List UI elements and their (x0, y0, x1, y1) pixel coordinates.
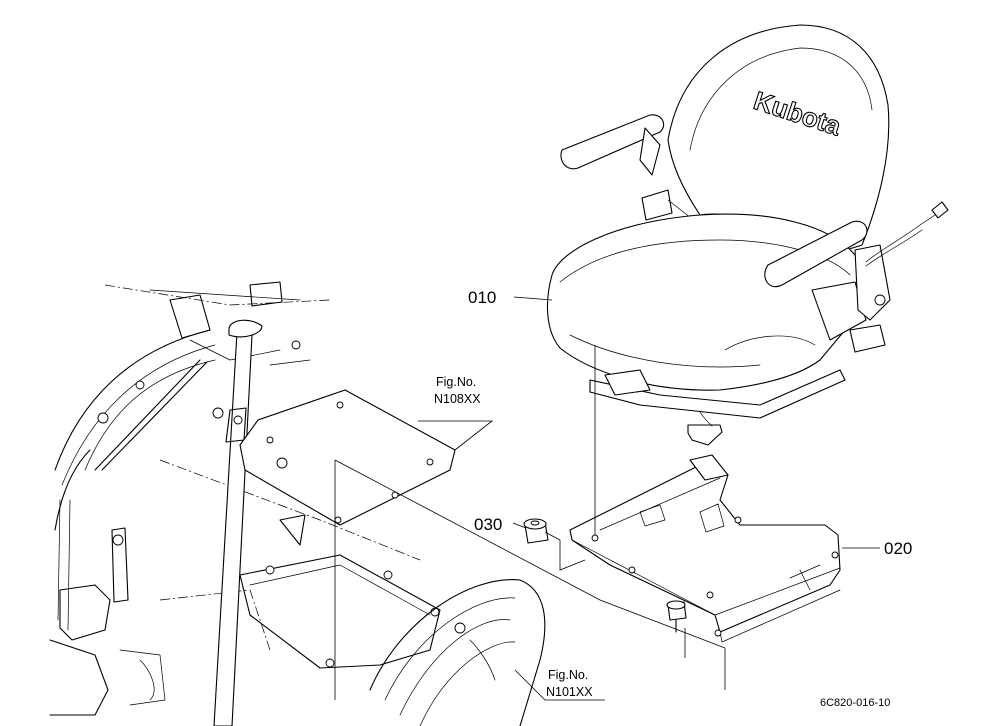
part-number-030: 030 (474, 515, 502, 534)
seat-bracket-020 (569, 454, 841, 643)
mounting-bolt (666, 600, 687, 633)
figure-ref-n101xx-line2: N101XX (546, 685, 593, 699)
figure-ref-n101xx-line1: Fig.No. (548, 668, 588, 682)
assembly-lines (334, 345, 726, 700)
part-number-010: 010 (468, 288, 496, 307)
figure-ref-n108xx-line2: N108XX (434, 392, 481, 406)
rops-post (213, 319, 263, 726)
tractor-body (49, 281, 546, 726)
flange-nut-030 (523, 518, 549, 544)
document-id: 6C820-016-10 (820, 697, 890, 709)
figure-ref-n108xx-line1: Fig.No. (436, 375, 476, 389)
part-number-020: 020 (884, 539, 912, 558)
seat-assembly-010 (546, 24, 949, 446)
callout-leaders (418, 296, 880, 701)
floor-mat-plate (239, 389, 456, 526)
